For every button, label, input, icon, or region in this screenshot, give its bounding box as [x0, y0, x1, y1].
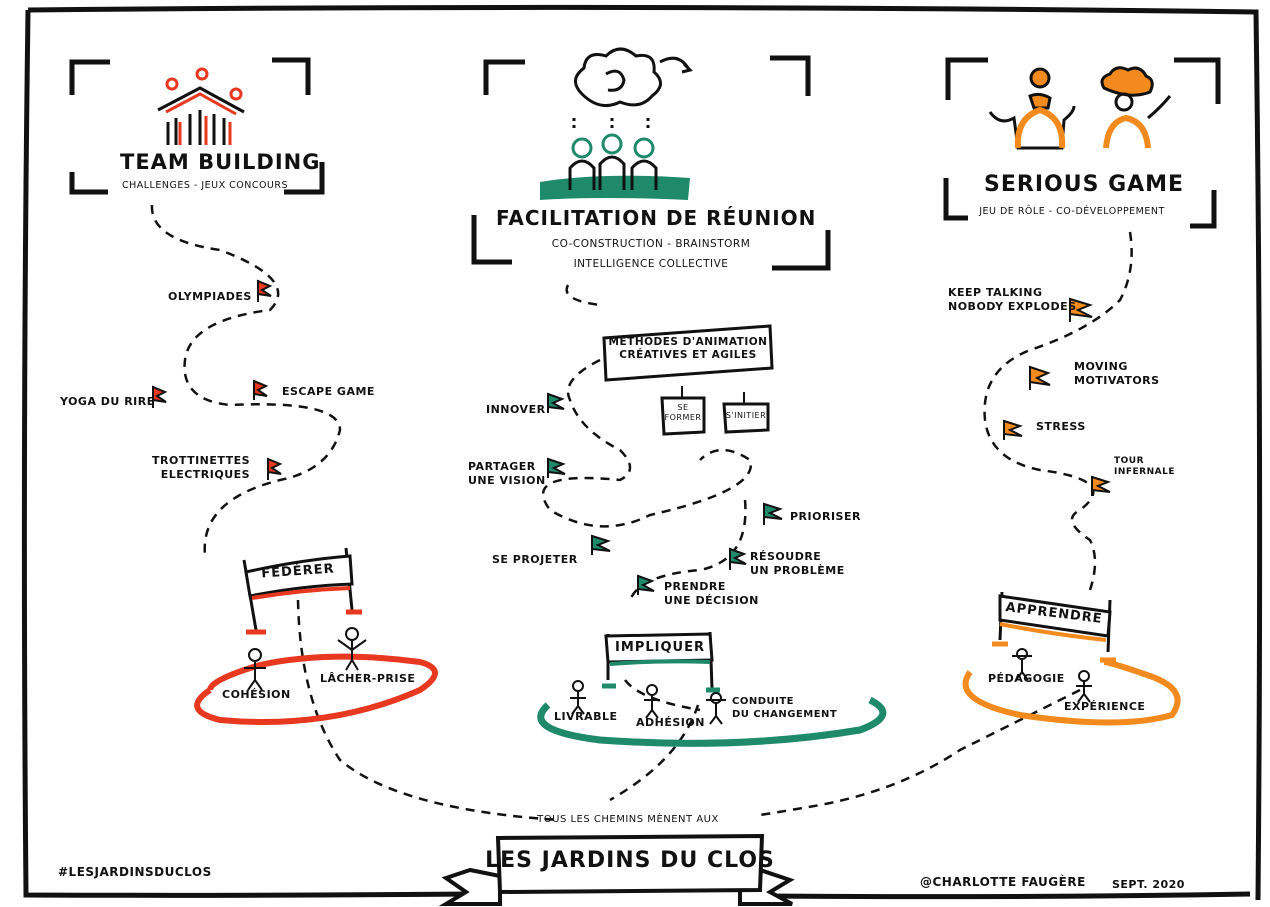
serious-game-brackets [943, 57, 1221, 229]
flag-label-keep-talking: KEEP TALKING NOBODY EXPLODES [948, 286, 1077, 313]
figure-label-cohesion: COHÉSION [222, 688, 291, 701]
flag-label-tour-infernale: TOUR INFERNALE [1114, 456, 1175, 478]
figure-pedagogie [1012, 648, 1032, 681]
flag-label-innover: INNOVER [486, 403, 546, 416]
serious-game-title: SERIOUS GAME [984, 172, 1185, 197]
figure-label-lacher-prise: LÂCHER-PRISE [320, 672, 416, 685]
flag-label-moving-motivators: MOVING MOTIVATORS [1074, 360, 1160, 387]
methods-sign-label: MÉTHODES D'ANIMATION CRÉATIVES ET AGILES [608, 336, 768, 362]
footer-hashtag: #LESJARDINSDUCLOS [58, 865, 212, 879]
figure-label-pedagogie: PÉDAGOGIE [988, 672, 1065, 685]
flag-label-prioriser: PRIORISER [790, 510, 861, 523]
footer-credit: @CHARLOTTE FAUGÈRE [920, 875, 1086, 889]
facilitation-people-icon [540, 47, 693, 200]
flag-label-yoga-du-rire: YOGA DU RIRE [60, 395, 155, 408]
serious-game-players-icon [988, 66, 1172, 150]
serious-game-flags [1003, 297, 1111, 496]
figure-label-adhesion: ADHÉSION [636, 716, 705, 729]
flag-label-olympiades: OLYMPIADES [168, 290, 252, 303]
team-finish-arena [194, 547, 438, 725]
team-building-brackets [69, 57, 325, 195]
figure-label-livrable: LIVRABLE [554, 710, 618, 723]
figure-experience [1076, 670, 1092, 703]
team-flags [152, 279, 283, 480]
outer-frame [21, 4, 1263, 901]
serious-game-subtitle: JEU DE RÔLE - CO-DÉVELOPPEMENT [979, 206, 1165, 217]
banner-impliquer: IMPLIQUER [615, 640, 705, 655]
dashed-paths [150, 204, 1133, 822]
sign-se-former: SE FORMER [664, 403, 702, 422]
figure-conduite [706, 692, 726, 725]
flag-label-escape-game: ESCAPE GAME [282, 385, 375, 398]
facilitation-title: FACILITATION DE RÉUNION [496, 206, 817, 230]
facilitation-subtitle-2: INTELLIGENCE COLLECTIVE [573, 258, 729, 270]
flag-label-se-projeter: SE PROJETER [492, 553, 578, 566]
footer-date: SEPT. 2020 [1112, 878, 1185, 891]
footer-tagline: TOUS LES CHEMINS MÈNENT AUX [537, 814, 719, 825]
team-building-subtitle: CHALLENGES - JEUX CONCOURS [121, 180, 289, 191]
facilitation-flags [547, 392, 783, 595]
flag-label-trottinettes: TROTTINETTES ELECTRIQUES [152, 454, 251, 481]
figure-lacher-prise [337, 627, 367, 671]
figure-adhesion [644, 684, 660, 719]
team-building-title: TEAM BUILDING [120, 150, 321, 174]
flag-label-stress: STRESS [1036, 420, 1086, 433]
methods-sign-board [602, 324, 774, 436]
serious-finish-arena [962, 591, 1181, 726]
flag-label-partager: PARTAGER UNE VISION [468, 460, 546, 487]
figure-cohesion [244, 648, 266, 691]
flag-label-resoudre: RÉSOUDRE UN PROBLÈME [750, 550, 845, 577]
flag-label-prendre: PRENDRE UNE DÉCISION [664, 580, 759, 607]
facilitation-subtitle-1: CO-CONSTRUCTION - BRAINSTORM [551, 238, 751, 250]
figure-label-conduite: CONDUITE DU CHANGEMENT [732, 696, 838, 720]
sign-s-initier: S'INITIER [725, 411, 767, 420]
facilitation-finish-arena [537, 631, 887, 747]
stick-figures [244, 627, 1092, 725]
footer-ribbon [438, 833, 795, 906]
facilitation-brackets [471, 55, 831, 271]
figure-livrable [570, 680, 586, 715]
footer-destination: LES JARDINS DU CLOS [485, 848, 775, 873]
team-building-house-icon [157, 67, 245, 145]
figure-label-experience: EXPÉRIENCE [1064, 700, 1146, 713]
